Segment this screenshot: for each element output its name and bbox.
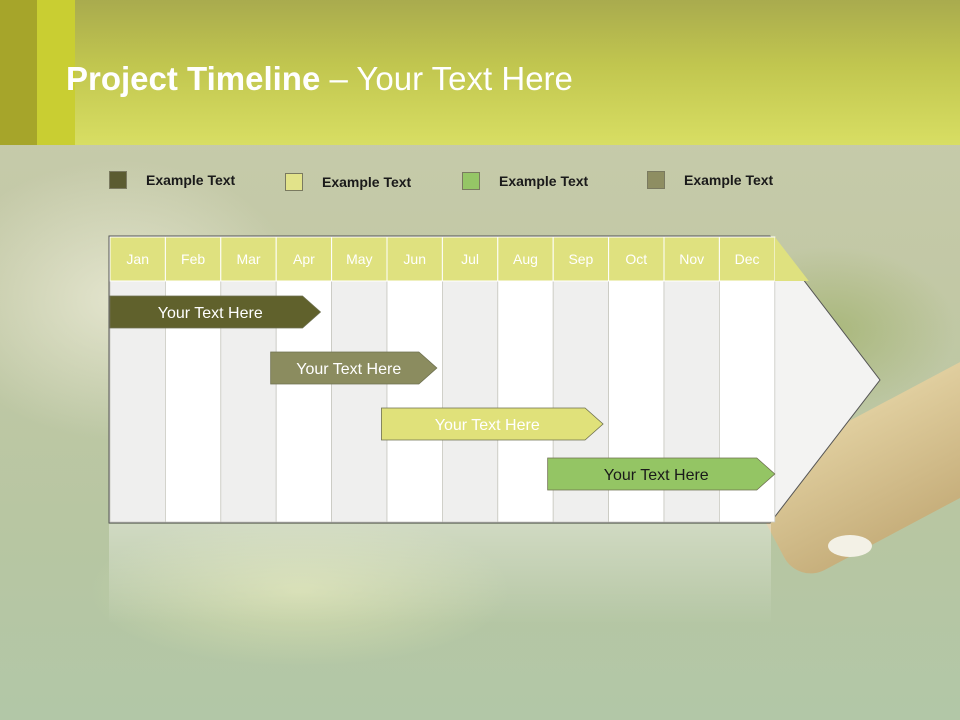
legend-item-4: Example Text bbox=[647, 170, 773, 190]
task-label: Your Text Here bbox=[158, 305, 263, 322]
arrow-header-tip bbox=[774, 237, 809, 281]
month-header-cell bbox=[164, 236, 222, 282]
timeline-reflection bbox=[109, 524, 771, 624]
legend-swatch bbox=[647, 171, 665, 189]
legend-label: Example Text bbox=[322, 174, 412, 190]
task-arrow-shape bbox=[109, 295, 322, 329]
task-bar-3[interactable]: Your Text Here bbox=[381, 407, 604, 441]
legend-label: Example Text bbox=[684, 172, 774, 188]
month-label-may: May bbox=[346, 251, 372, 267]
month-column bbox=[497, 280, 554, 523]
legend-swatch bbox=[109, 171, 127, 189]
task-arrow-shape bbox=[547, 457, 776, 491]
legend-label: Example Text bbox=[146, 172, 236, 188]
month-label-jul: Jul bbox=[461, 251, 479, 267]
month-header-cell bbox=[331, 236, 388, 282]
month-column bbox=[441, 280, 499, 523]
header-accent-bar-dark bbox=[0, 0, 37, 145]
month-label-jan: Jan bbox=[126, 251, 149, 267]
slide-title[interactable]: Project Timeline – Your Text Here bbox=[66, 60, 573, 98]
month-label-mar: Mar bbox=[236, 251, 260, 267]
month-header-cell bbox=[109, 236, 166, 282]
month-label-jun: Jun bbox=[403, 251, 426, 267]
month-label-dec: Dec bbox=[735, 251, 760, 267]
month-header-cell bbox=[386, 236, 443, 282]
task-arrow-shape bbox=[270, 351, 438, 385]
slide-title-bold: Project Timeline bbox=[66, 60, 321, 97]
month-header-cell bbox=[441, 236, 499, 282]
task-arrow-shape bbox=[381, 407, 604, 441]
legend-label: Example Text bbox=[499, 173, 589, 189]
task-bar-2[interactable]: Your Text Here bbox=[270, 351, 438, 385]
task-label: Your Text Here bbox=[604, 467, 709, 484]
month-label-sep: Sep bbox=[568, 251, 593, 267]
month-column bbox=[386, 280, 443, 523]
task-label: Your Text Here bbox=[435, 417, 540, 434]
legend-swatch bbox=[462, 172, 480, 190]
legend-item-1: Example Text bbox=[109, 170, 235, 190]
month-header-cell bbox=[718, 236, 776, 282]
header-band: Project Timeline – Your Text Here bbox=[0, 0, 960, 145]
month-header-cell bbox=[552, 236, 610, 282]
month-label-aug: Aug bbox=[513, 251, 538, 267]
month-header-cell bbox=[497, 236, 554, 282]
month-label-feb: Feb bbox=[181, 251, 205, 267]
month-label-oct: Oct bbox=[625, 251, 647, 267]
knife-rivet-image bbox=[828, 535, 872, 557]
legend-item-2: Example Text bbox=[285, 172, 411, 192]
month-header-cell bbox=[275, 236, 333, 282]
legend-swatch bbox=[285, 173, 303, 191]
task-label: Your Text Here bbox=[296, 361, 401, 378]
header-accent-bar-light bbox=[37, 0, 75, 145]
task-bar-4[interactable]: Your Text Here bbox=[547, 457, 776, 491]
task-bar-1[interactable]: Your Text Here bbox=[109, 295, 322, 329]
legend-item-3: Example Text bbox=[462, 171, 588, 191]
month-column bbox=[331, 280, 388, 523]
month-label-apr: Apr bbox=[293, 251, 315, 267]
month-label-nov: Nov bbox=[679, 251, 704, 267]
slide-title-rest: – Your Text Here bbox=[320, 60, 573, 97]
